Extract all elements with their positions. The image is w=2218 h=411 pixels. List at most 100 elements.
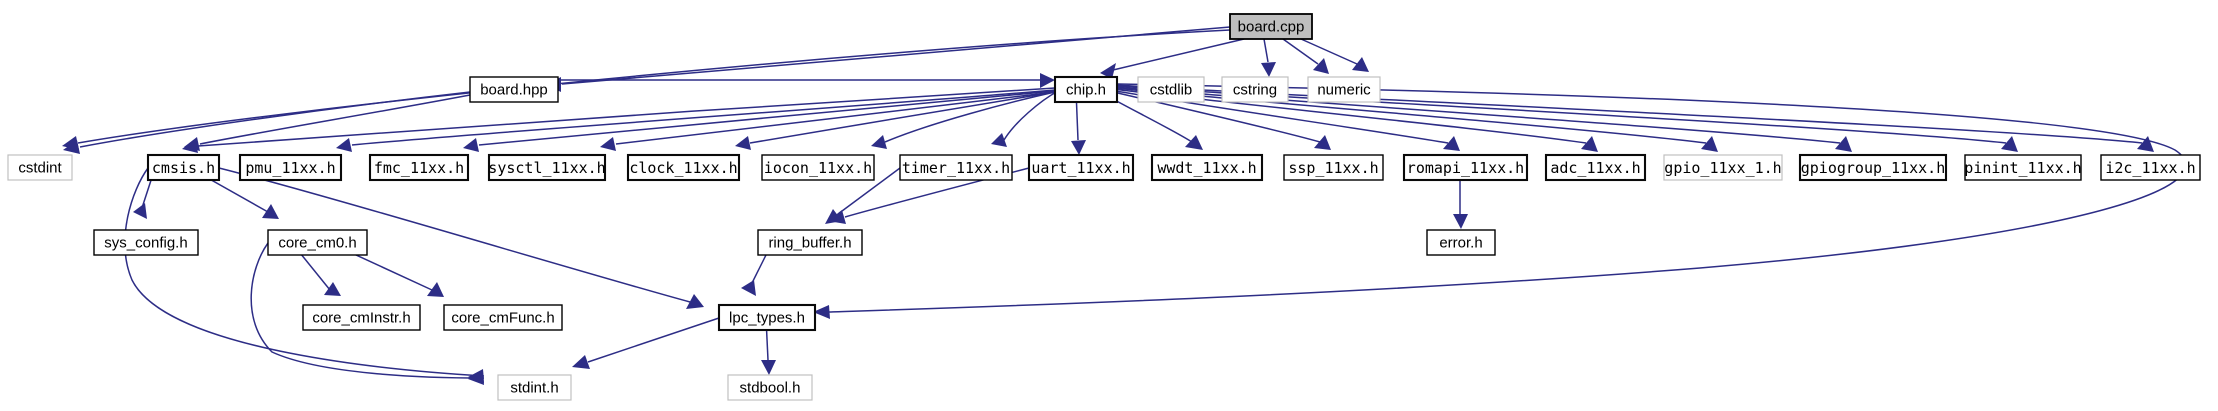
node-label: lpc_types.h — [729, 309, 805, 326]
node-box — [1229, 13, 1313, 40]
graph-node-ssp-11xx-h[interactable]: ssp_11xx.h — [1283, 154, 1384, 181]
node-box — [757, 229, 863, 256]
node-label: stdint.h — [510, 379, 558, 396]
node-box — [487, 153, 607, 182]
node-box — [267, 229, 368, 256]
node-label: pmu_11xx.h — [245, 159, 335, 177]
edge-cmsis_h-to-stdint_h — [124, 167, 485, 383]
node-label: ring_buffer.h — [768, 234, 851, 251]
node-label: gpio_11xx_1.h — [1664, 159, 1781, 177]
node-box — [899, 154, 1013, 181]
node-label: core_cmInstr.h — [312, 309, 410, 326]
edge-core_cm0_h-to-stdint_h — [250, 242, 485, 385]
node-box — [2100, 154, 2201, 181]
node-box — [443, 304, 563, 331]
edge-chip_h-to-sysctl_11xx_h — [600, 91, 1056, 151]
graph-node-cstdint[interactable]: cstdint — [7, 154, 73, 181]
node-box — [1053, 75, 1119, 104]
edge-board_hpp-to-cstdint — [63, 91, 471, 154]
edge-board_cpp-to-chip_h — [1100, 38, 1245, 79]
graph-node-core-cmInstr-h[interactable]: core_cmInstr.h — [302, 304, 421, 331]
graph-node-cstdlib[interactable]: cstdlib — [1137, 76, 1205, 103]
graph-node-i2c-11xx-h[interactable]: i2c_11xx.h — [2100, 154, 2201, 181]
node-box — [1283, 154, 1384, 181]
node-label: error.h — [1439, 234, 1482, 251]
graph-node-sys-config-h[interactable]: sys_config.h — [93, 229, 199, 256]
node-box — [1137, 76, 1205, 103]
edge-chip_h-to-clock_11xx_h — [735, 91, 1056, 150]
node-box — [761, 154, 875, 181]
graph-node-timer-11xx-h[interactable]: timer_11xx.h — [899, 154, 1013, 181]
edge-board_cpp-to-cstdlib — [1261, 38, 1276, 77]
graph-node-ring-buffer-h[interactable]: ring_buffer.h — [757, 229, 863, 256]
node-label: adc_11xx.h — [1550, 159, 1640, 177]
graph-node-core-cmFunc-h[interactable]: core_cmFunc.h — [443, 304, 563, 331]
graph-node-board-cpp[interactable]: board.cpp — [1229, 13, 1313, 40]
graph-node-sysctl-11xx-h[interactable]: sysctl_11xx.h — [487, 153, 607, 182]
node-label: gpiogroup_11xx.h — [1801, 159, 1946, 177]
graph-node-pinint-11xx-h[interactable]: pinint_11xx.h — [1964, 154, 2082, 181]
graph-node-adc-11xx-h[interactable]: adc_11xx.h — [1544, 153, 1647, 182]
edge-board_cpp-to-cstring — [1282, 38, 1329, 74]
graph-node-lpc-types-h[interactable]: lpc_types.h — [717, 303, 817, 332]
graph-node-wwdt-11xx-h[interactable]: wwdt_11xx.h — [1150, 153, 1264, 182]
node-label: cmsis.h — [152, 159, 215, 177]
graph-node-uart-11xx-h[interactable]: uart_11xx.h — [1027, 153, 1135, 182]
graph-node-iocon-11xx-h[interactable]: iocon_11xx.h — [761, 154, 875, 181]
edge-chip_h-to-lpc_types_h — [813, 83, 2187, 319]
node-box — [1964, 154, 2082, 181]
edge-chip_h-to-pmu_11xx_h — [336, 89, 1056, 152]
graph-node-pmu-11xx-h[interactable]: pmu_11xx.h — [238, 153, 343, 182]
node-layer: board.cpp board.hpp chip.h cstdlib cstring nu… — [7, 13, 2201, 401]
edge-cmsis_h-to-lpc_types_h — [218, 167, 704, 309]
node-box — [302, 304, 421, 331]
node-label: wwdt_11xx.h — [1157, 159, 1256, 177]
graph-node-board-hpp[interactable]: board.hpp — [469, 76, 559, 103]
graph-node-cmsis-h[interactable]: cmsis.h — [146, 153, 221, 182]
graph-node-romapi-11xx-h[interactable]: romapi_11xx.h — [1402, 153, 1529, 182]
edge-chip_h-to-pinint_11xx_h — [1115, 85, 2018, 152]
graph-node-stdbool-h[interactable]: stdbool.h — [727, 374, 813, 401]
graph-node-gpiogroup-h[interactable]: gpiogroup_11xx.h — [1798, 153, 1948, 182]
edge-board_cpp-to-board_hpp — [546, 26, 1231, 92]
node-label: pinint_11xx.h — [1964, 159, 2081, 177]
graph-node-cstring[interactable]: cstring — [1221, 76, 1289, 103]
node-label: iocon_11xx.h — [764, 159, 872, 177]
edge-chip_h-to-cmsis_h — [182, 87, 1056, 153]
node-box — [93, 229, 199, 256]
edge-chip_h-to-timer_11xx_h — [991, 90, 1059, 147]
node-box — [368, 153, 470, 182]
graph-node-stdint-h[interactable]: stdint.h — [497, 374, 572, 401]
node-label: ssp_11xx.h — [1288, 159, 1378, 177]
edge-board_hpp-to-chip_h — [558, 73, 1055, 88]
node-box — [1221, 76, 1289, 103]
graph-node-numeric[interactable]: numeric — [1307, 76, 1381, 103]
node-label: cstdlib — [1150, 81, 1193, 98]
node-box — [1027, 153, 1135, 182]
graph-node-fmc-11xx-h[interactable]: fmc_11xx.h — [368, 153, 470, 182]
node-box — [1544, 153, 1647, 182]
node-box — [1402, 153, 1529, 182]
node-label: uart_11xx.h — [1031, 159, 1130, 177]
node-box — [497, 374, 572, 401]
node-label: numeric — [1317, 81, 1371, 98]
graph-node-core-cm0-h[interactable]: core_cm0.h — [267, 229, 368, 256]
node-label: board.cpp — [1238, 18, 1305, 35]
graph-node-chip-h[interactable]: chip.h — [1053, 75, 1119, 104]
node-box — [1307, 76, 1381, 103]
graph-node-clock-11xx-h[interactable]: clock_11xx.h — [626, 153, 741, 182]
node-box — [1150, 153, 1264, 182]
node-label: chip.h — [1066, 81, 1106, 98]
node-label: cstring — [1233, 81, 1277, 98]
node-label: i2c_11xx.h — [2105, 159, 2195, 177]
node-label: stdbool.h — [740, 379, 801, 396]
graph-node-gpio-11xx-1-h[interactable]: gpio_11xx_1.h — [1663, 154, 1783, 181]
edge-board_cpp-to-numeric — [1300, 38, 1369, 72]
graph-node-error-h[interactable]: error.h — [1426, 229, 1496, 256]
node-label: board.hpp — [480, 81, 548, 98]
node-label: fmc_11xx.h — [374, 159, 464, 177]
node-box — [146, 153, 221, 182]
node-box — [1426, 229, 1496, 256]
node-box — [717, 303, 817, 332]
